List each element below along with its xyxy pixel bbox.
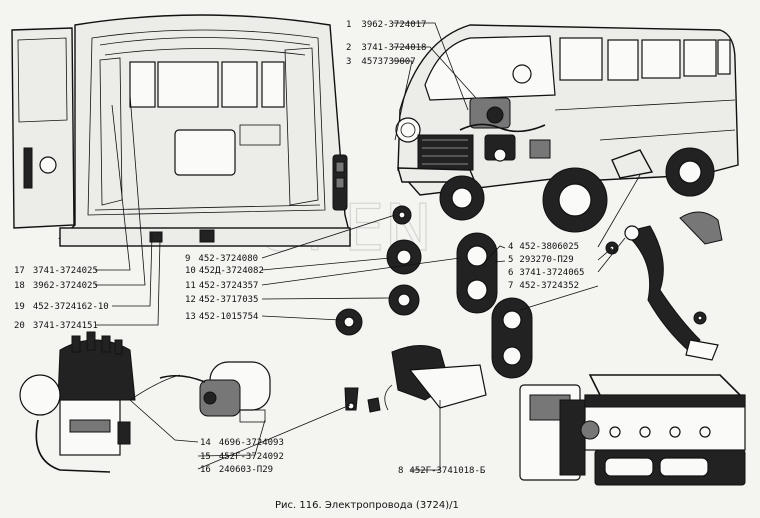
callout-8-num: 8 bbox=[398, 466, 403, 476]
callout-2-code: 3741-3724018 bbox=[361, 43, 426, 53]
callout-19-num: 19 bbox=[14, 302, 25, 312]
callout-18-num: 18 bbox=[14, 281, 25, 291]
callout-4-num: 4 bbox=[508, 242, 513, 252]
ground-strap bbox=[605, 211, 723, 361]
signal-horn bbox=[384, 345, 487, 411]
van-front-view bbox=[395, 24, 739, 233]
callout-10-code: 452Д-3724082 bbox=[199, 266, 264, 276]
callout-14-num: 14 bbox=[200, 438, 211, 448]
callout-11-num: 11 bbox=[185, 281, 196, 291]
callout-4-code: 452-3806025 bbox=[519, 242, 579, 252]
callout-1-num: 1 bbox=[346, 20, 351, 30]
callout-16-code: 240603-П29 bbox=[219, 465, 273, 475]
callout-13-code: 452-1015754 bbox=[199, 312, 259, 322]
callout-15-code: 452Г-3724092 bbox=[219, 452, 284, 462]
small-connectors bbox=[344, 387, 381, 413]
callout-16-num: 16 bbox=[200, 465, 211, 475]
callout-20-num: 20 bbox=[14, 321, 25, 331]
callout-13-num: 13 bbox=[185, 312, 196, 322]
callout-14-code: 4696-3724093 bbox=[219, 438, 284, 448]
callout-17-num: 17 bbox=[14, 266, 25, 276]
callout-19-code: 452-3724162-10 bbox=[33, 302, 109, 312]
callout-10-num: 10 bbox=[185, 266, 196, 276]
rubber-grommets bbox=[335, 205, 533, 379]
callout-17-code: 3741-3724025 bbox=[33, 266, 98, 276]
callout-2-num: 2 bbox=[346, 43, 351, 53]
van-rear-view bbox=[11, 14, 351, 247]
callout-5-code: 293270-П29 bbox=[519, 255, 573, 265]
callout-1-code: 3962-3724017 bbox=[361, 20, 426, 30]
callout-9-num: 9 bbox=[185, 254, 190, 264]
callout-9-code: 452-3724080 bbox=[198, 254, 258, 264]
ignition-coil bbox=[159, 361, 271, 423]
callout-8-code: 452Г-3741018-Б bbox=[409, 466, 485, 476]
leader-lines bbox=[95, 22, 641, 471]
callout-6-num: 6 bbox=[508, 268, 513, 278]
callout-3-code: 4573739007 bbox=[361, 57, 415, 67]
callout-11-code: 452-3724357 bbox=[199, 281, 259, 291]
callout-12-code: 452-3717035 bbox=[199, 295, 259, 305]
callout-7-code: 452-3724352 bbox=[519, 281, 579, 291]
ignition-distributor bbox=[19, 331, 181, 473]
callout-3-num: 3 bbox=[346, 57, 351, 67]
callout-5-num: 5 bbox=[508, 255, 513, 265]
callout-7-num: 7 bbox=[508, 281, 513, 291]
figure-caption: Рис. 116. Электропровода (3724)/1 bbox=[275, 500, 459, 511]
callout-18-code: 3962-3724025 bbox=[33, 281, 98, 291]
engine-block bbox=[519, 374, 746, 486]
callout-15-num: 15 bbox=[200, 452, 211, 462]
callout-12-num: 12 bbox=[185, 295, 196, 305]
callout-20-code: 3741-3724151 bbox=[33, 321, 98, 331]
callout-6-code: 3741-3724065 bbox=[519, 268, 584, 278]
